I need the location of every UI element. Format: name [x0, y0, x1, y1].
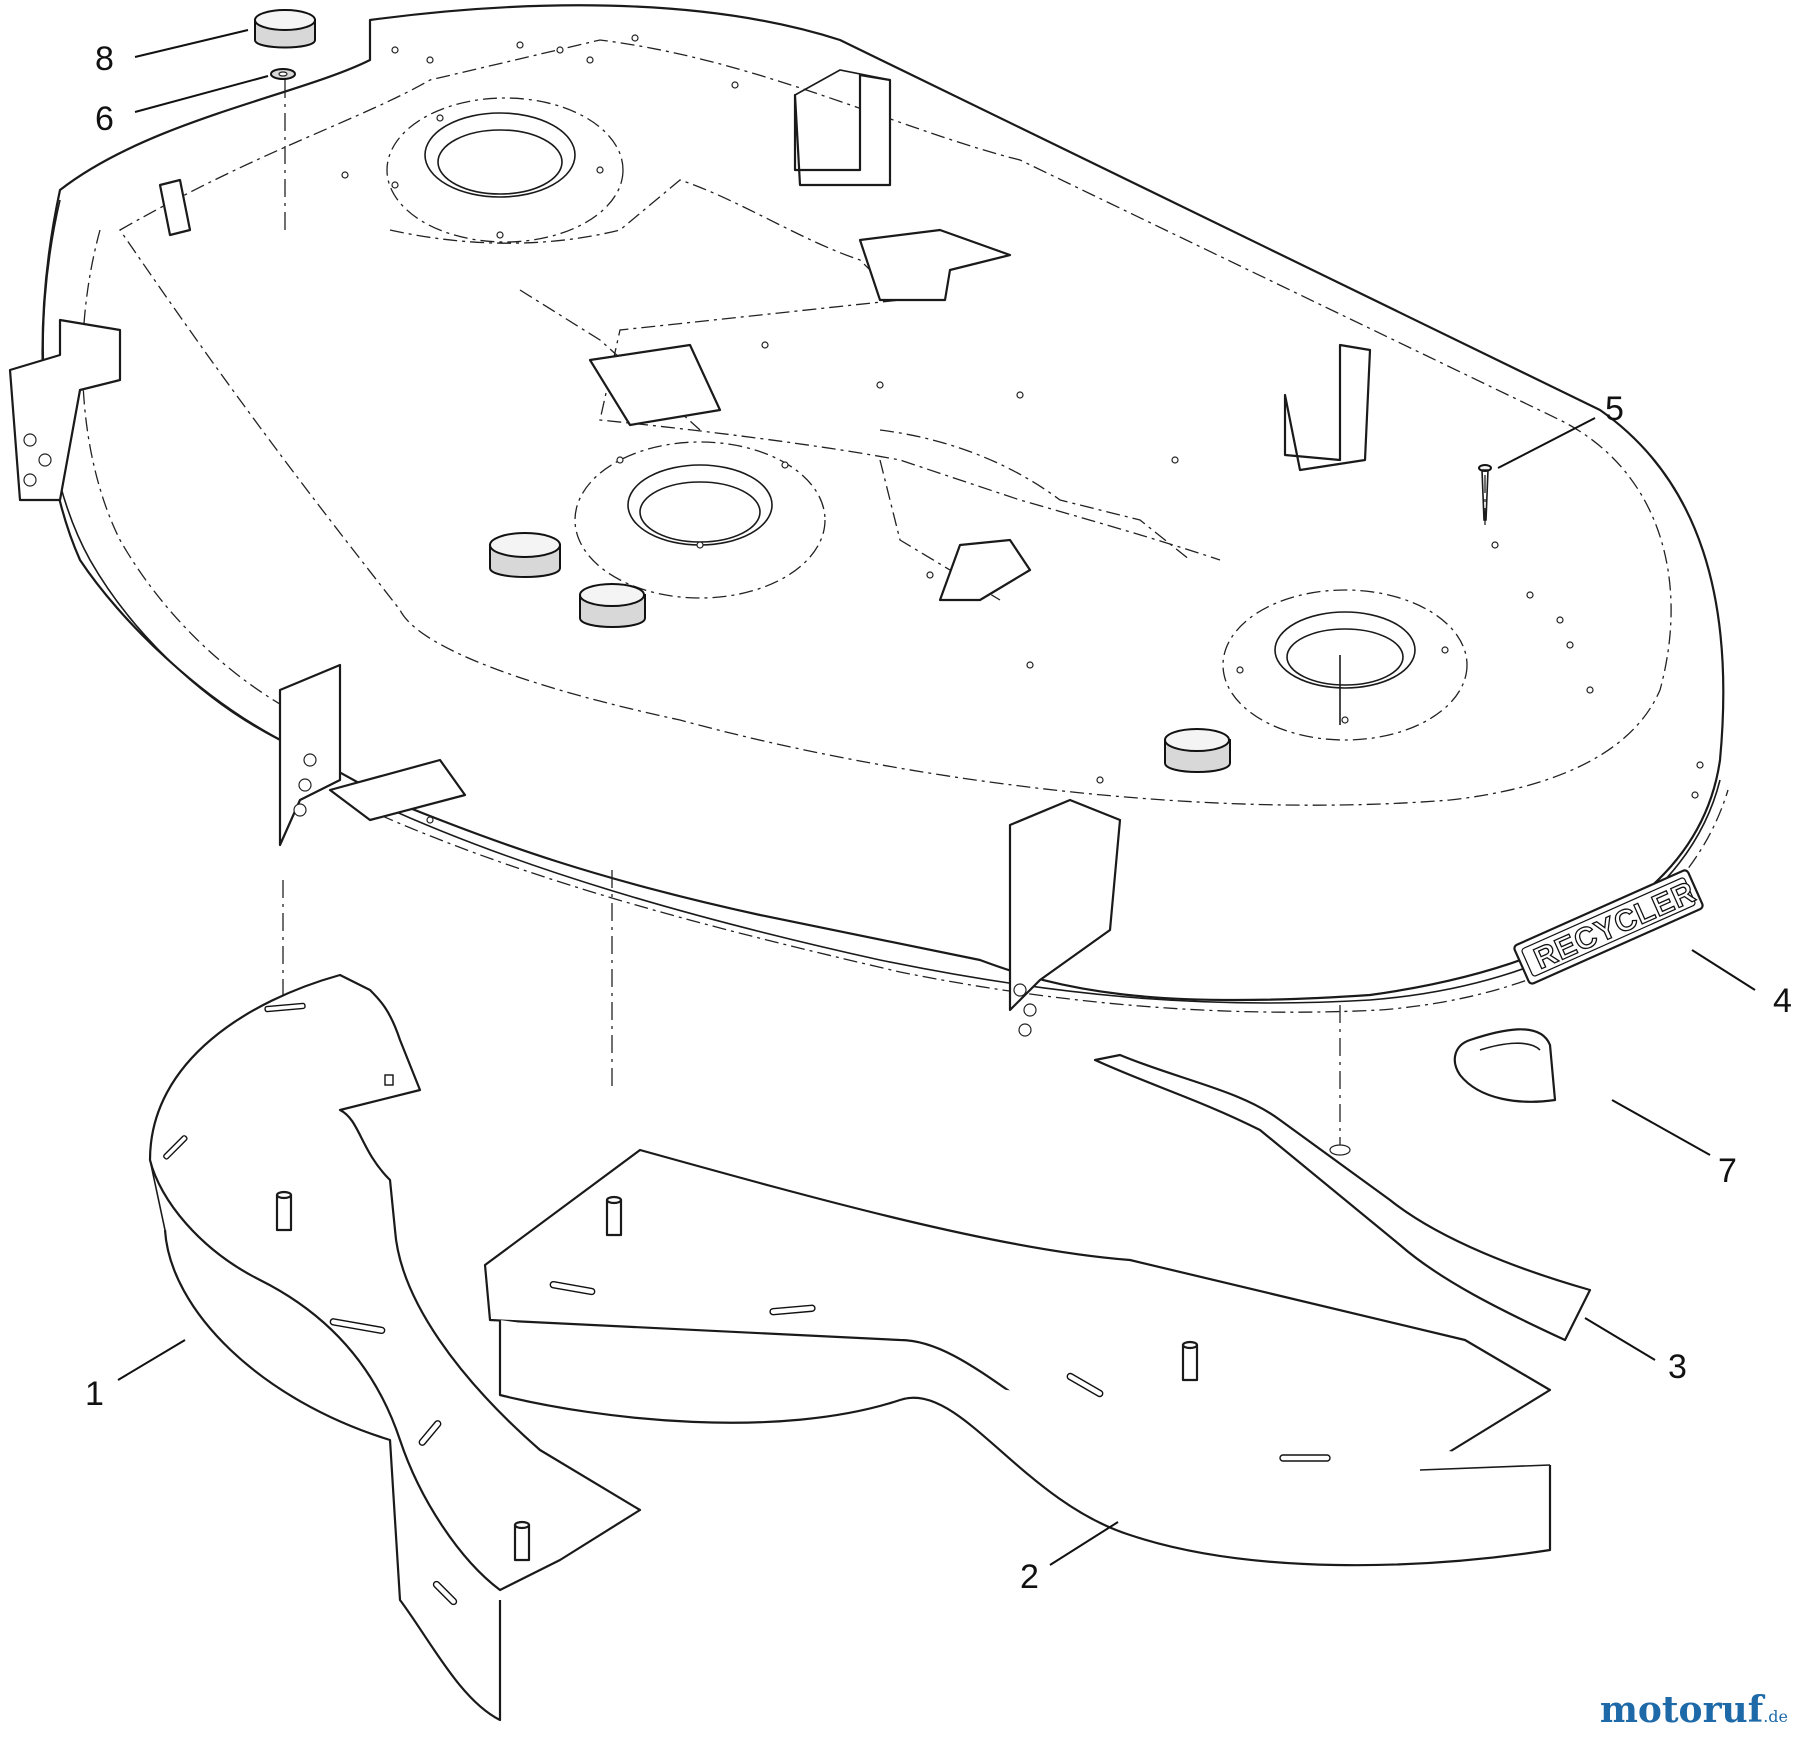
blade-item-3	[1093, 1053, 1592, 1342]
callout-3: 3	[1668, 1348, 1687, 1386]
baffle-item-2	[483, 1148, 1552, 1567]
callout-6: 6	[95, 100, 114, 138]
watermark-brand: motoruf	[1599, 1689, 1764, 1731]
right-bracket	[1283, 343, 1372, 472]
mower-deck	[8, 4, 1729, 1037]
deflector-item-7	[1453, 1028, 1557, 1103]
knob-center	[579, 583, 646, 628]
baffle-item-1	[148, 973, 642, 1722]
deck-holes	[341, 34, 1704, 824]
callout-8: 8	[95, 40, 114, 78]
front-right-bracket	[1008, 798, 1122, 1012]
callout-4: 4	[1773, 982, 1792, 1020]
deck-clip-middle	[588, 343, 722, 427]
knob-item-8	[254, 9, 316, 49]
callout-labels: 8 6 5 4 7 3 1 2	[85, 40, 1792, 1596]
knob-left	[489, 532, 561, 578]
deck-clip-upper	[858, 228, 1012, 302]
bolt-item-5	[1478, 464, 1492, 521]
callout-7: 7	[1718, 1152, 1737, 1190]
left-hitch-bracket	[8, 318, 122, 502]
watermark-logo: motoruf.de	[1600, 1689, 1788, 1731]
callout-5: 5	[1605, 390, 1624, 428]
leader-lines	[117, 29, 1756, 1566]
deck-clip-lower	[938, 538, 1032, 602]
callout-2: 2	[1020, 1558, 1039, 1596]
watermark-tld: .de	[1763, 1707, 1788, 1726]
callout-1: 1	[85, 1375, 104, 1413]
deck-knobs	[254, 9, 1231, 773]
washer-item-6	[270, 68, 296, 80]
knob-right	[1164, 728, 1231, 773]
